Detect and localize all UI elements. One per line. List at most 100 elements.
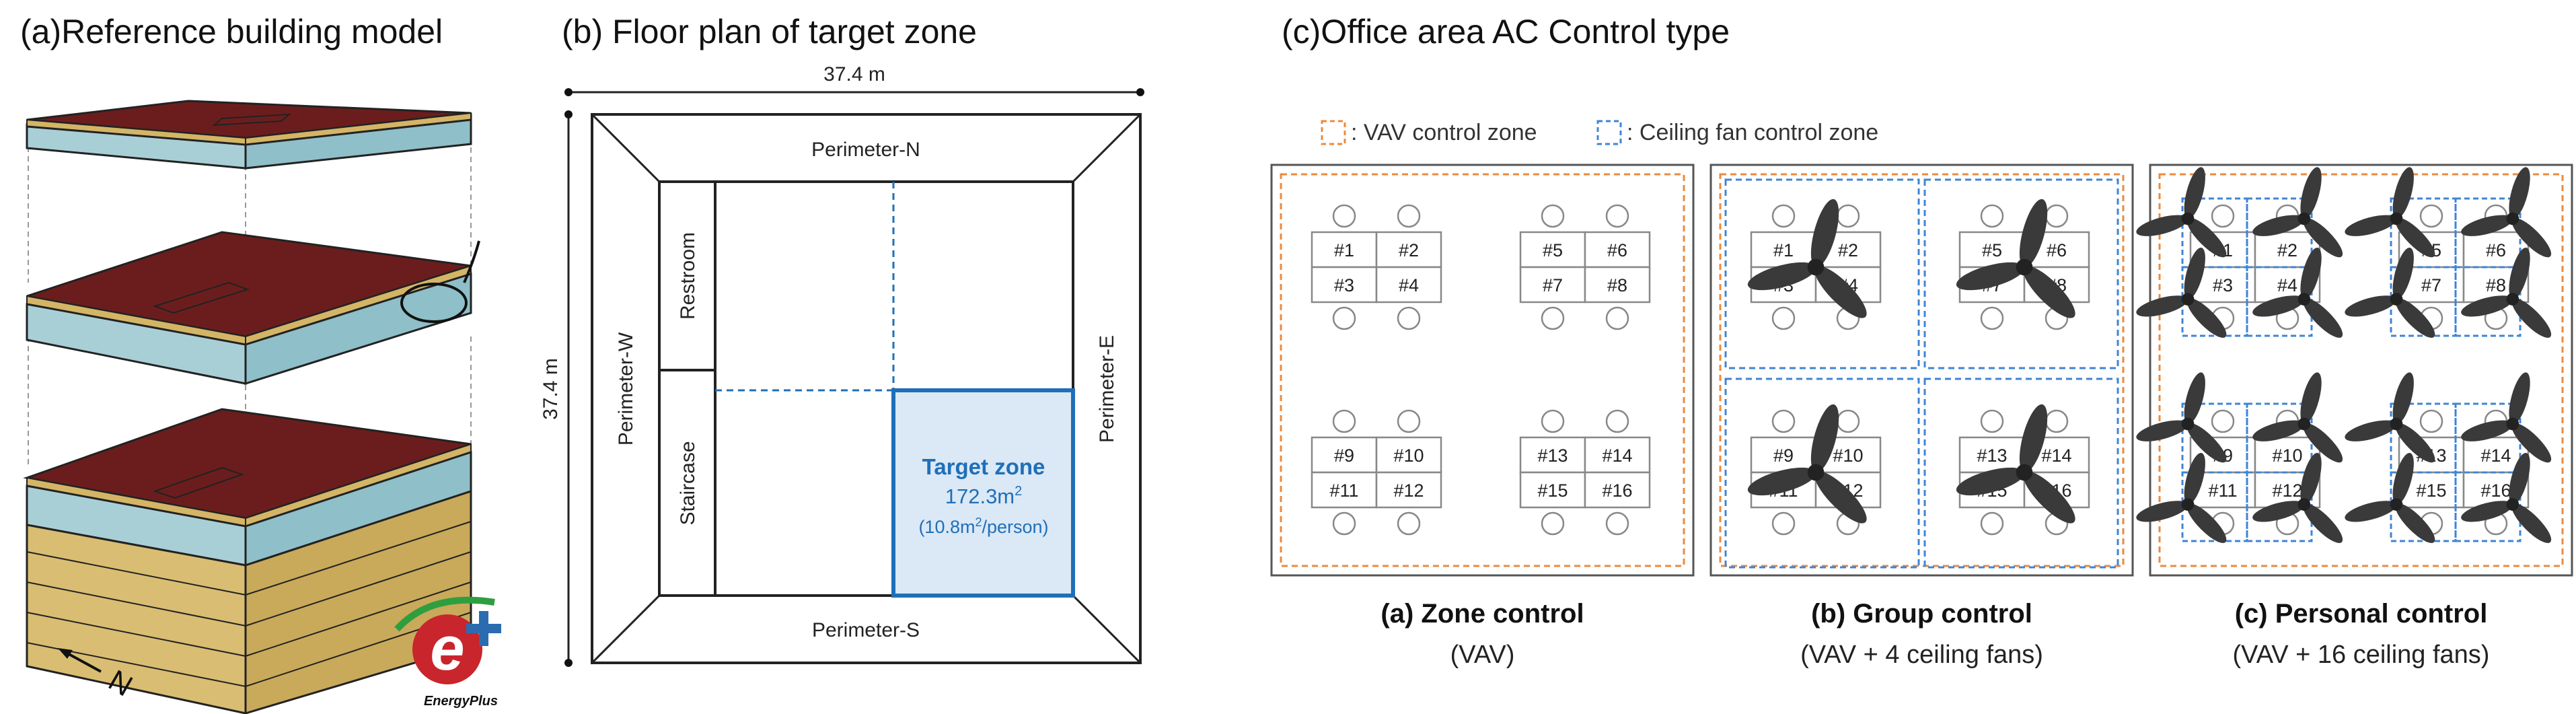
panel-b-title: (b) Floor plan of target zone xyxy=(562,13,977,50)
desk xyxy=(1519,436,1586,474)
desk-cluster: #13#14#15#16 xyxy=(1956,404,2090,536)
chair xyxy=(1980,511,2004,536)
chair xyxy=(1332,306,1356,330)
target-zone-per-person: (10.8m2/person) xyxy=(918,515,1048,537)
fan-control-zone xyxy=(1724,378,1920,569)
desk xyxy=(1375,266,1442,304)
ceiling-fan-icon xyxy=(2252,247,2343,338)
panel-a-title: (a)Reference building model xyxy=(20,13,443,50)
subpanel-subcaption: (VAV) xyxy=(1450,641,1515,669)
desk-label: #3 xyxy=(1334,275,1354,295)
subpanel-caption: (a) Zone control xyxy=(1381,599,1584,629)
chair xyxy=(1397,409,1421,433)
ceiling-fan-icon xyxy=(2252,372,2343,463)
guide-lines xyxy=(28,138,472,471)
desk-label: #6 xyxy=(2047,240,2067,260)
chair xyxy=(1397,306,1421,330)
panel-c-title: (c)Office area AC Control type xyxy=(1282,13,1730,50)
chair xyxy=(2419,204,2443,228)
desk-label: #14 xyxy=(2041,445,2071,466)
perimeter-n-label: Perimeter-N xyxy=(811,139,920,161)
desk xyxy=(1519,471,1586,509)
desk-label: #5 xyxy=(1982,240,2002,260)
ceiling-fan-icon xyxy=(2136,247,2227,338)
desk xyxy=(1958,436,2026,474)
energyplus-logo: e EnergyPlus xyxy=(394,596,501,709)
ceiling-fan-icon xyxy=(2252,167,2343,258)
desk xyxy=(1519,231,1586,269)
target-zone xyxy=(891,388,1075,598)
ac-control-types: : VAV control zone : Ceiling fan control… xyxy=(1270,120,2573,669)
chair xyxy=(1541,409,1565,433)
restroom-room xyxy=(658,180,716,371)
chair xyxy=(2211,204,2235,228)
desk-cluster: #9#10#11#12 xyxy=(1311,409,1442,536)
desk-label: #16 xyxy=(1602,480,1632,501)
desk-label: #8 xyxy=(2486,275,2506,295)
ceiling-fan-icon xyxy=(2461,452,2552,543)
ceiling-fan-icon xyxy=(1747,199,1867,318)
chair xyxy=(1397,511,1421,536)
chair xyxy=(1605,204,1629,228)
chair xyxy=(1332,409,1356,433)
perimeter-w-label: Perimeter-W xyxy=(615,332,637,445)
control-subpanel-2: #1#2#3#4#5#6#7#8#9#10#11#12#13#14#15#16(… xyxy=(1709,164,2134,669)
desk-label: #2 xyxy=(2277,240,2297,260)
chair xyxy=(2045,204,2069,228)
desk-label: #12 xyxy=(2272,480,2302,501)
control-subpanel-3: #1#2#3#4#5#6#7#8#9#10#11#12#13#14#15#16(… xyxy=(2136,164,2573,669)
desk xyxy=(1311,471,1378,509)
chair xyxy=(2419,409,2443,433)
ceiling-fan-icon xyxy=(1956,199,2075,318)
desk-label: #7 xyxy=(2421,275,2441,295)
desk-label: #5 xyxy=(1543,240,1563,260)
target-zone-area: 172.3m2 xyxy=(945,484,1023,508)
desk-cluster: #5#6#7#8 xyxy=(2345,167,2552,338)
staircase-room xyxy=(658,369,716,597)
desk-label: #8 xyxy=(1607,275,1627,295)
perimeter-e-label: Perimeter-E xyxy=(1096,335,1118,443)
subpanel-subcaption: (VAV + 4 ceiling fans) xyxy=(1800,641,2043,669)
chair xyxy=(1605,511,1629,536)
fan-control-zone xyxy=(1724,178,1920,369)
chair xyxy=(1397,204,1421,228)
building-base-block xyxy=(23,408,472,714)
desk-cluster: #1#2#3#4 xyxy=(2136,167,2343,338)
logo-caption: EnergyPlus xyxy=(424,694,498,709)
width-label: 37.4 m xyxy=(823,63,885,85)
legend-fan-swatch xyxy=(1596,120,1622,145)
subpanel-caption: (c) Personal control xyxy=(2235,599,2488,629)
desk xyxy=(1519,266,1586,304)
chair xyxy=(1980,409,2004,433)
desk-cluster: #13#14#15#16 xyxy=(1519,409,1651,536)
legend-vav-text: : VAV control zone xyxy=(1351,120,1537,145)
legend-fan-text: : Ceiling fan control zone xyxy=(1627,120,1878,145)
ceiling-fan-icon xyxy=(1956,404,2075,524)
desk-label: #3 xyxy=(2213,275,2233,295)
ceiling-fan-icon xyxy=(2461,247,2552,338)
desk-label: #14 xyxy=(1602,445,1632,466)
fan-control-zone xyxy=(1923,378,2119,569)
desk-cluster: #5#6#7#8 xyxy=(1519,204,1651,330)
ceiling-fan-icon xyxy=(2136,167,2227,258)
target-zone-name: Target zone xyxy=(922,454,1045,479)
chair xyxy=(1541,204,1565,228)
subpanel-frame xyxy=(1270,164,1695,577)
desk-cluster: #1#2#3#4 xyxy=(1747,199,1882,330)
desk-label: #12 xyxy=(1393,480,1424,501)
vav-zone-boundary xyxy=(2158,173,2564,567)
height-label: 37.4 m xyxy=(540,358,562,420)
vav-zone-boundary xyxy=(1280,173,1685,567)
desk-cluster: #9#10#11#12 xyxy=(1747,404,1882,536)
ceiling-fan-icon xyxy=(2461,167,2552,258)
desk-label: #11 xyxy=(1329,480,1358,501)
desk-label: #9 xyxy=(1773,445,1794,466)
core-divisions xyxy=(715,182,895,392)
ceiling-fan-icon xyxy=(2345,247,2435,338)
control-subpanel-1: #1#2#3#4#5#6#7#8#9#10#11#12#13#14#15#16(… xyxy=(1270,164,1695,669)
desk-label: #13 xyxy=(1537,445,1568,466)
perimeter-s-label: Perimeter-S xyxy=(812,619,920,641)
desk-label: #10 xyxy=(1833,445,1863,466)
chair xyxy=(1980,204,2004,228)
ceiling-fan-icon xyxy=(2136,372,2227,463)
